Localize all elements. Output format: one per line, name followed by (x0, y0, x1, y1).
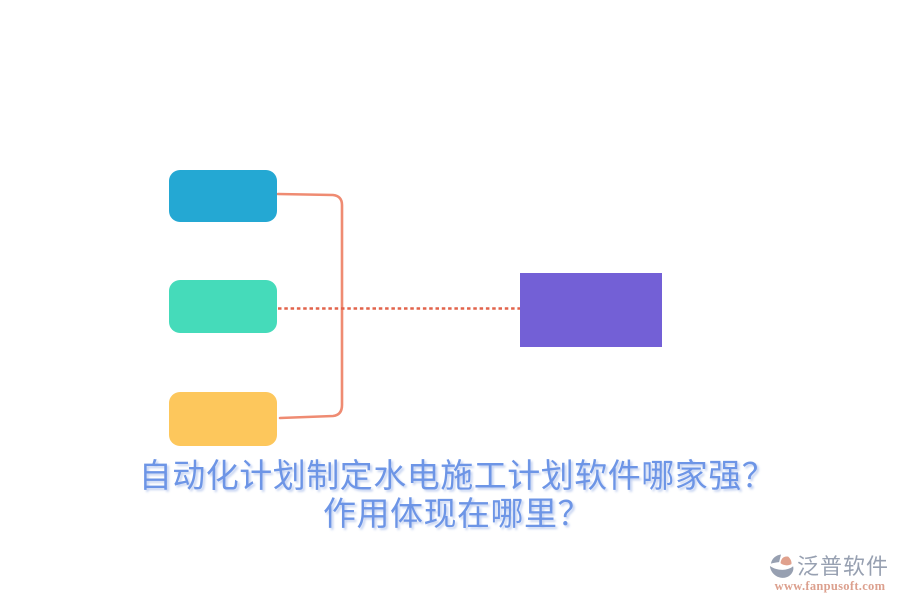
node-result (520, 273, 662, 347)
bracket-connector (276, 192, 344, 420)
fanpu-logo-icon (769, 554, 794, 578)
node-item-middle (169, 280, 277, 333)
brand-row: 泛普软件 (768, 553, 892, 580)
brand-watermark: 泛普软件 www.fanpusoft.com (768, 553, 892, 594)
page-title: 自动化计划制定水电施工计划软件哪家强？ 作用体现在哪里？ (0, 458, 900, 534)
brand-url: www.fanpusoft.com (774, 579, 886, 593)
node-item-top (169, 170, 277, 222)
brand-name: 泛普软件 (797, 553, 890, 579)
node-item-bottom (169, 392, 277, 446)
title-line-1: 自动化计划制定水电施工计划软件哪家强？ (138, 459, 776, 495)
title-line-2: 作用体现在哪里？ (323, 497, 591, 533)
